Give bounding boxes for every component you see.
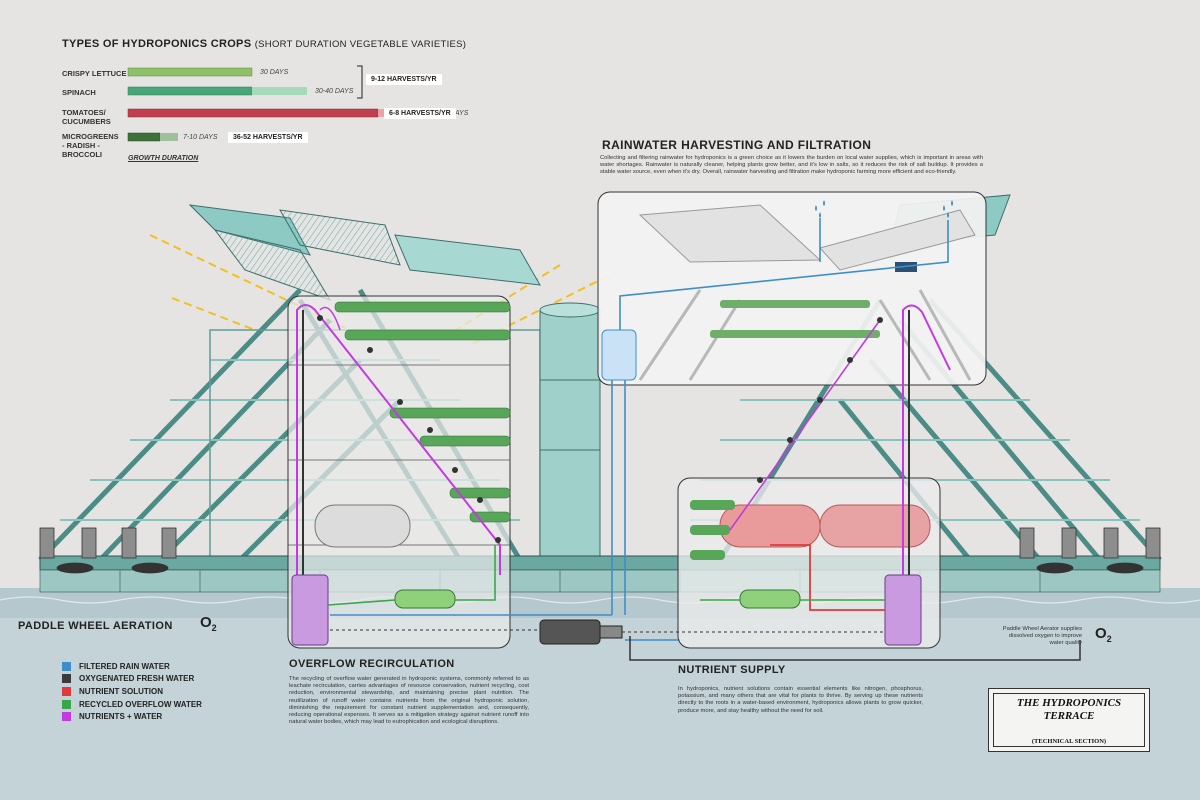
overflow-body: The recycling of overflow water generate… — [289, 676, 529, 726]
legend-swatch — [62, 674, 71, 684]
crop-days-lettuce: 30 DAYS — [260, 69, 289, 76]
nutrient-body: In hydroponics, nutrient solutions conta… — [678, 686, 923, 714]
legend-swatch — [62, 661, 71, 671]
legend-swatch — [62, 699, 71, 709]
title-block: THE HYDROPONICS TERRACE (TECHNICAL SECTI… — [988, 688, 1150, 752]
o2-right-text: O — [1095, 625, 1107, 642]
nutrient-supply-detail-box — [677, 477, 941, 649]
o2-right-sub: 2 — [1106, 634, 1112, 644]
crop-chart-title: TYPES OF HYDROPONICS CROPS (SHORT DURATI… — [62, 38, 466, 50]
bar-microgreens-range — [160, 133, 178, 141]
harvests-label-3: 36-52 HARVESTS/YR — [228, 132, 308, 143]
bar-crispy-lettuce — [127, 67, 253, 77]
o2-label-right: O2 — [1095, 625, 1112, 644]
crop-days-spinach: 30-40 DAYS — [315, 88, 354, 95]
floating-deck — [39, 555, 1161, 571]
legend-swatch — [62, 686, 71, 696]
rainwater-detail-box — [597, 191, 987, 386]
title-block-subtitle: (TECHNICAL SECTION) — [1031, 738, 1107, 745]
oxygenated-water-line — [629, 636, 1081, 661]
title-block-inner-border — [993, 693, 1145, 747]
crop-chart-title-text: TYPES OF HYDROPONICS CROPS — [62, 38, 252, 50]
paddle-wheel-aerators-right — [1019, 527, 1161, 574]
nutrient-title: NUTRIENT SUPPLY — [678, 664, 786, 676]
filtered-rain-pipes — [330, 380, 680, 641]
paddle-wheel-aerators-left — [39, 527, 177, 574]
legend-item-oxygenated: OXYGENATED FRESH WATER — [62, 673, 202, 686]
paddle-title: PADDLE WHEEL AERATION — [18, 620, 173, 632]
paddle-note: Paddle Wheel Aerator supplies dissolved … — [1002, 626, 1082, 646]
bar-spinach-range — [252, 87, 307, 95]
flow-legend: FILTERED RAIN WATER OXYGENATED FRESH WAT… — [62, 660, 202, 723]
legend-item-recycled-overflow: RECYCLED OVERFLOW WATER — [62, 698, 202, 711]
legend-item-filtered-rain: FILTERED RAIN WATER — [62, 660, 202, 673]
harvests-label-2: 6-8 HARVESTS/YR — [384, 108, 456, 119]
crop-label-tomatoes: TOMATOES/ CUCUMBERS — [62, 108, 111, 126]
right-nutrient-pipes — [729, 304, 951, 575]
o2-left-text: O — [200, 614, 212, 631]
legend-label: NUTRIENT SOLUTION — [79, 686, 163, 696]
legend-item-nutrient-solution: NUTRIENT SOLUTION — [62, 685, 202, 698]
harvests-label-1: 9-12 HARVESTS/YR — [366, 74, 442, 85]
rainwater-title: RAINWATER HARVESTING AND FILTRATION — [602, 138, 872, 152]
crop-label-spinach: SPINACH — [62, 88, 96, 97]
central-tank-tower — [539, 302, 601, 561]
overflow-recirculation-detail-box — [287, 295, 511, 649]
crop-label-lettuce: CRISPY LETTUCE — [62, 69, 127, 78]
legend-label: RECYCLED OVERFLOW WATER — [79, 699, 202, 709]
crop-chart: TYPES OF HYDROPONICS CROPS (SHORT DURATI… — [62, 38, 482, 178]
overflow-title: OVERFLOW RECIRCULATION — [289, 658, 455, 670]
legend-label: FILTERED RAIN WATER — [79, 661, 170, 671]
crop-label-microgreens: MICROGREENS - RADISH - BROCCOLI — [62, 132, 119, 159]
o2-left-sub: 2 — [211, 623, 217, 633]
o2-label-left: O2 — [200, 614, 217, 633]
title-block-title: THE HYDROPONICS TERRACE — [1016, 697, 1122, 722]
pump — [539, 619, 623, 645]
crop-days-microgreens: 7-10 DAYS — [183, 134, 218, 141]
rainwater-body: Collecting and filtering rainwater for h… — [600, 155, 983, 176]
legend-item-nutrients-water: NUTRIENTS + WATER — [62, 710, 202, 723]
growth-duration-label: GROWTH DURATION — [128, 155, 199, 162]
crop-chart-subtitle: (SHORT DURATION VEGETABLE VARIETIES) — [254, 39, 467, 50]
legend-label: OXYGENATED FRESH WATER — [79, 674, 195, 684]
legend-swatch — [62, 712, 71, 722]
legend-label: NUTRIENTS + WATER — [79, 712, 163, 722]
